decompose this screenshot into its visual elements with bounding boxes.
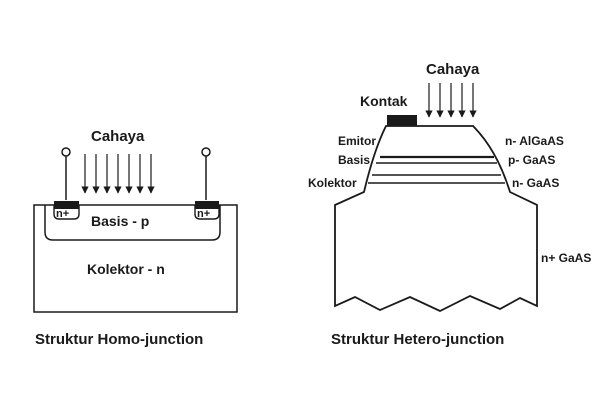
hetero-light-arrows	[425, 83, 477, 118]
hetero-contact-pad	[387, 115, 417, 126]
homo-collector-region	[33, 204, 238, 313]
homo-left-contact-pad	[54, 201, 79, 209]
hetero-material-base: p- GaAS	[508, 153, 555, 167]
homo-light-arrows	[81, 154, 155, 194]
terminal-circle-icon	[201, 147, 211, 157]
hetero-light-label: Cahaya	[426, 61, 480, 78]
homo-junction-structure: Cahaya n+ n+ Basis - p	[33, 128, 238, 348]
hetero-layer-name-base: Basis	[338, 153, 370, 167]
homo-light-label: Cahaya	[91, 128, 145, 145]
hetero-junction-structure: Cahaya Kontak Emitor Basis Kolektor n- A…	[308, 61, 591, 348]
hetero-material-collector: n- GaAS	[512, 176, 559, 190]
hetero-substrate-material: n+ GaAS	[541, 251, 591, 265]
hetero-material-emitter: n- AlGaAS	[505, 134, 564, 148]
homo-left-terminal	[61, 147, 71, 200]
hetero-caption: Struktur Hetero-junction	[331, 331, 504, 348]
hetero-mesa-outline	[334, 125, 538, 312]
homo-collector-label: Kolektor - n	[87, 261, 165, 277]
homo-caption: Struktur Homo-junction	[35, 331, 203, 348]
homo-left-n-plus-region	[53, 205, 80, 220]
hetero-layer-name-emitter: Emitor	[338, 134, 376, 148]
homo-base-region	[44, 205, 221, 241]
homo-left-contact-label: n+	[56, 208, 69, 220]
hetero-layer-name-collector: Kolektor	[308, 176, 357, 190]
homo-right-terminal	[201, 147, 211, 200]
hetero-contact-label: Kontak	[360, 93, 408, 109]
terminal-circle-icon	[61, 147, 71, 157]
homo-base-label: Basis - p	[91, 213, 149, 229]
homo-right-contact-pad	[195, 201, 219, 209]
homo-right-contact-label: n+	[197, 208, 210, 220]
homo-right-n-plus-region	[194, 205, 220, 220]
